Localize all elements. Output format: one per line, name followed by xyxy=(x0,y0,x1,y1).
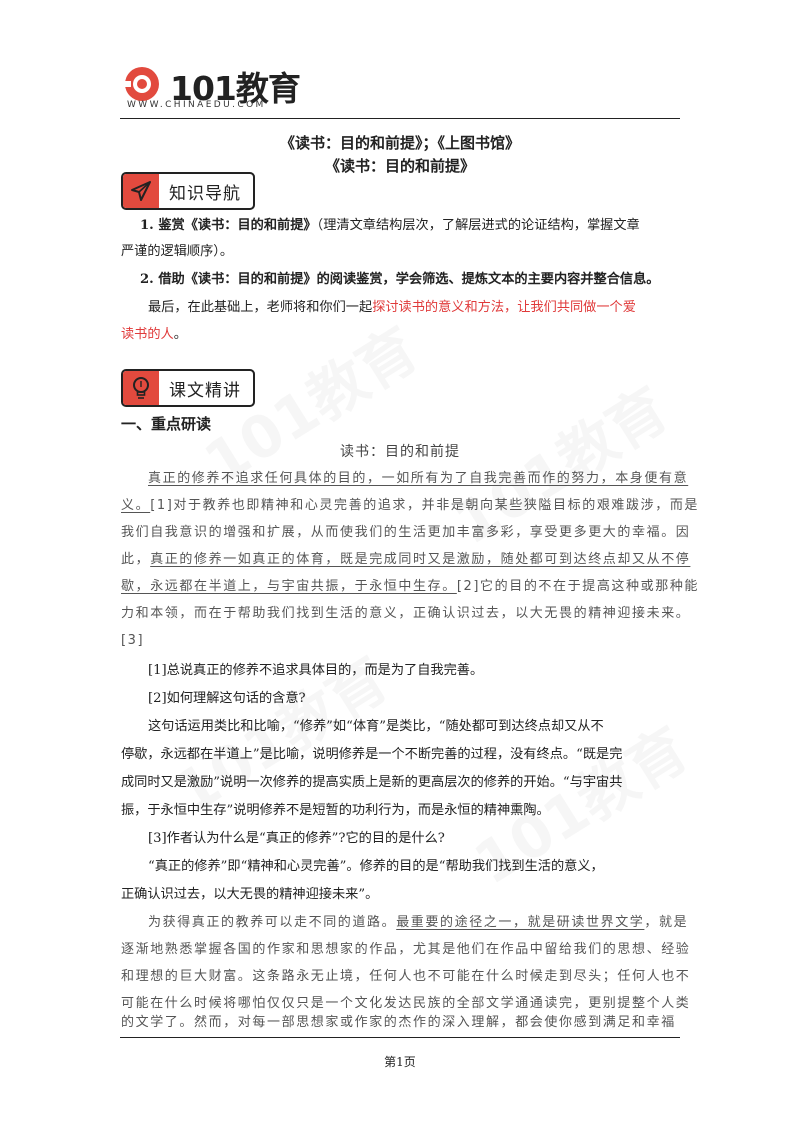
passage-line: 的文学了。然而，对每一部思想家或作家的杰作的深入理解，都会使你感到满足和幸福 xyxy=(121,1015,676,1030)
note-3-answer: 正确认识过去，以大无畏的精神迎接未来”。 xyxy=(121,887,379,902)
intro-highlight: 探讨读书的意义和方法，让我们共同做一个爱 xyxy=(372,300,636,315)
passage-line: 力和本领，而在于帮助我们找到生活的意义，正确认识过去，以大无畏的精神迎接未来。 xyxy=(121,606,691,621)
paper-plane-icon xyxy=(123,174,159,208)
footer-divider xyxy=(120,1037,680,1038)
note-3-answer: “真正的修养”即“精神和心灵完善”。修养的目的是“帮助我们找到生活的意义， xyxy=(148,859,604,874)
passage-line: 逐渐地熟悉掌握各国的作家和思想家的作品，尤其是他们在作品中留给我们的思想、经验 xyxy=(121,942,691,957)
passage-line: 我们自我意识的增强和扩展，从而使我们的生活更加丰富多彩，享受更多更大的幸福。因 xyxy=(121,525,691,540)
passage-line: 和理想的巨大财富。这条路永无止境，任何人也不可能在什么时候走到尽头；任何人也不 xyxy=(121,969,691,984)
section-badge-text: 课文精讲 xyxy=(121,369,255,407)
note-2-answer: 振，于永恒中生存”说明修养不是短暂的功利行为，而是永恒的精神熏陶。 xyxy=(121,803,550,818)
goal-1-title: 1. 鉴赏《读书：目的和前提》 xyxy=(140,218,317,233)
section-label: 知识导航 xyxy=(169,184,241,204)
passage-line: [3] xyxy=(121,633,145,648)
intro-line-1: 最后，在此基础上，老师将和你们一起探讨读书的意义和方法，让我们共同做一个爱 xyxy=(148,297,636,319)
passage-line: 可能在什么时候将哪怕仅仅只是一个文化发达民族的全部文学通通读完，更别提整个人类 xyxy=(121,996,691,1011)
doc-title: 《读书：目的和前提》；《上图书馆》 xyxy=(279,134,520,152)
note-2-answer: 停歇，永远都在半道上”是比喻，说明修养是一个不断完善的过程，没有终点。“既是完 xyxy=(121,747,623,762)
lightbulb-icon xyxy=(123,371,159,405)
passage-line: 义。[1]对于教养也即精神和心灵完善的追求，并非是朝向某些狭隘目标的艰难跋涉，而… xyxy=(121,498,700,513)
logo-brand-text: 101教育 xyxy=(170,69,301,108)
note-1: [1]总说真正的修养不追求具体目的，而是为了自我完善。 xyxy=(148,663,484,678)
goal-2: 2. 借助《读书：目的和前提》的阅读鉴赏，学会筛选、提炼文本的主要内容并整合信息… xyxy=(140,272,660,287)
doc-subtitle: 《读书：目的和前提》 xyxy=(324,157,475,175)
logo-url-text: WWW.CHINAEDU.COM xyxy=(127,100,266,110)
page-number: 第1页 xyxy=(384,1055,416,1069)
note-2-answer: 成同时又是激励”说明一次修养的提高实质上是新的更高层次的修养的开始。“与宇宙共 xyxy=(121,775,623,790)
intro-end: 。 xyxy=(173,327,187,342)
goal-1: 1. 鉴赏《读书：目的和前提》（理清文章结构层次，了解层进式的论证结构，掌握文章 xyxy=(140,215,680,237)
passage-line: 真正的修养不追求任何具体的目的，一如所有为了自我完善而作的努力，本身便有意 xyxy=(148,471,689,486)
goal-1-desc: （理清文章结构层次，了解层进式的论证结构，掌握文章 xyxy=(316,218,640,233)
intro-text: 最后，在此基础上，老师将和你们一起 xyxy=(148,300,373,315)
section-badge-guide: 知识导航 xyxy=(121,172,255,210)
passage-line: 歇，永远都在半道上，与宇宙共振，于永恒中生存。[2]它的目的不在于提高这种或那种… xyxy=(121,579,700,594)
note-2: [2]如何理解这句话的含意? xyxy=(148,691,306,706)
passage-line: 此，真正的修养一如真正的体育，既是完成同时又是激励，随处都可到达终点却又从不停 xyxy=(121,552,691,567)
passage-line: 为获得真正的教养可以走不同的道路。最重要的途径之一，就是研读世界文学，就是 xyxy=(148,915,689,930)
passage-title: 读书：目的和前提 xyxy=(340,444,460,460)
section-label: 课文精讲 xyxy=(169,381,241,401)
intro-line-2: 读书的人。 xyxy=(121,324,187,346)
intro-highlight-cont: 读书的人 xyxy=(121,327,174,342)
heading-key-reading: 一、重点研读 xyxy=(121,415,212,433)
note-2-answer: 这句话运用类比和比喻，“修养”如“体育”是类比，“随处都可到达终点却又从不 xyxy=(148,719,604,734)
logo-mark-icon xyxy=(124,67,159,101)
brand-logo: 101教育 WWW.CHINAEDU.COM xyxy=(122,64,322,116)
goal-1-cont: 严谨的逻辑顺序）。 xyxy=(121,244,234,259)
header-divider xyxy=(120,118,680,119)
note-3: [3]作者认为什么是“真正的修养”?它的目的是什么? xyxy=(148,831,445,846)
